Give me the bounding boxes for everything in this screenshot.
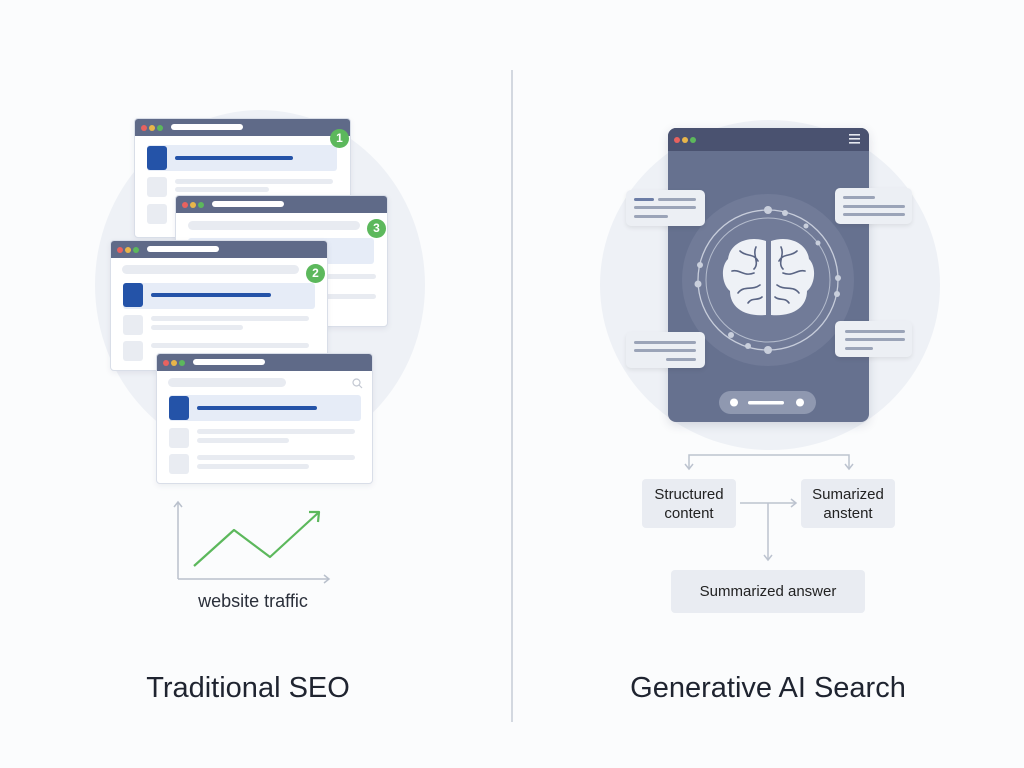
browser-window-4 — [156, 353, 373, 484]
chat-bubble — [835, 321, 912, 357]
ai-core — [682, 194, 854, 414]
summarized-content-box: Sumarized anstent — [801, 479, 895, 528]
summarized-answer-box: Summarized answer — [671, 570, 865, 613]
flow-connectors — [684, 454, 854, 562]
traffic-chart — [173, 500, 331, 584]
traffic-trend-line — [193, 510, 321, 567]
left-title: Traditional SEO — [146, 672, 350, 704]
rank-badge-2: 2 — [306, 264, 325, 283]
browser-window-2 — [110, 240, 328, 371]
structured-content-box: Structured content — [642, 479, 736, 528]
right-title: Generative AI Search — [630, 672, 906, 704]
rank-badge-3: 3 — [367, 219, 386, 238]
divider — [511, 70, 513, 722]
search-icon — [352, 378, 363, 389]
menu-icon[interactable] — [849, 134, 860, 144]
ai-device — [668, 128, 869, 422]
chart-axes — [173, 500, 331, 584]
chat-bubble — [835, 188, 912, 224]
chart-label: website traffic — [198, 591, 308, 611]
chat-bubble — [626, 190, 705, 226]
brain-icon — [722, 239, 815, 316]
chat-bubble — [626, 332, 705, 368]
rank-badge-1: 1 — [330, 129, 349, 148]
